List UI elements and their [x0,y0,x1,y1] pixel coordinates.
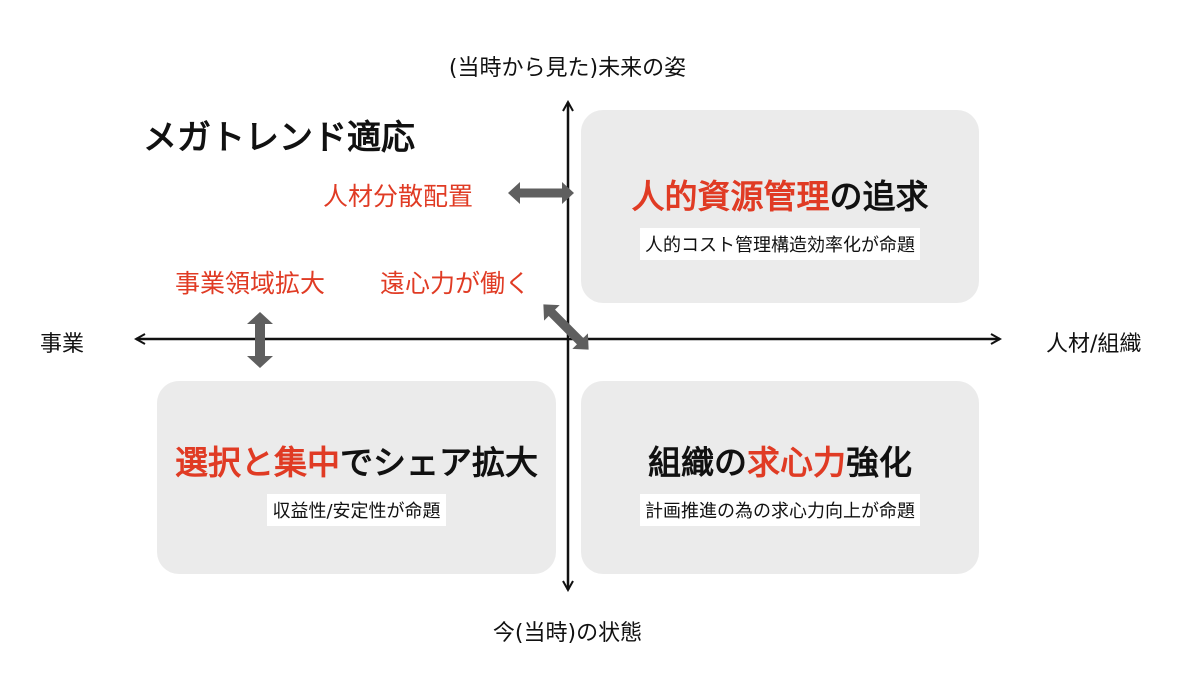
quadrant-title-highlight: 人的資源管理 [631,177,830,216]
axis-label-bottom: 今(当時)の状態 [492,621,643,646]
quadrant-title: 組織の求心力強化 [581,436,979,484]
note-centrifugal-force: 遠心力が働く [380,269,531,298]
double-arrow-icon [247,312,273,368]
quadrant-bottom-left: 選択と集中でシェア拡大 収益性/安定性が命題 [157,381,556,574]
quadrant-title: 人的資源管理の追求 [581,170,979,218]
quadrant-title-start: 組織の [648,443,747,482]
axis-label-top: (当時から見た)未来の姿 [448,56,687,81]
quadrant-subtitle: 計画推進の為の求心力向上が命題 [640,494,920,526]
quadrant-title-rest: の追求 [829,177,929,216]
double-arrow-icon [508,182,574,204]
diagram-title: メガトレンド適応 [143,118,415,158]
quadrant-subtitle: 人的コスト管理構造効率化が命題 [640,228,920,260]
axis-label-right: 人材/組織 [1046,332,1142,357]
quadrant-top-right: 人的資源管理の追求 人的コスト管理構造効率化が命題 [581,110,979,303]
quadrant-bottom-right: 組織の求心力強化 計画推進の為の求心力向上が命題 [581,381,979,574]
note-talent-dispersion: 人材分散配置 [323,182,474,211]
note-business-expansion: 事業領域拡大 [175,269,326,298]
quadrant-subtitle: 収益性/安定性が命題 [267,494,446,526]
quadrant-title-highlight: 選択と集中 [175,443,340,482]
quadrant-title-rest: でシェア拡大 [340,443,538,482]
quadrant-title: 選択と集中でシェア拡大 [157,436,556,484]
quadrant-title-highlight: 求心力 [747,443,846,482]
double-arrow-icon [543,304,589,350]
axis-label-left: 事業 [40,332,85,357]
quadrant-title-end: 強化 [846,443,912,482]
